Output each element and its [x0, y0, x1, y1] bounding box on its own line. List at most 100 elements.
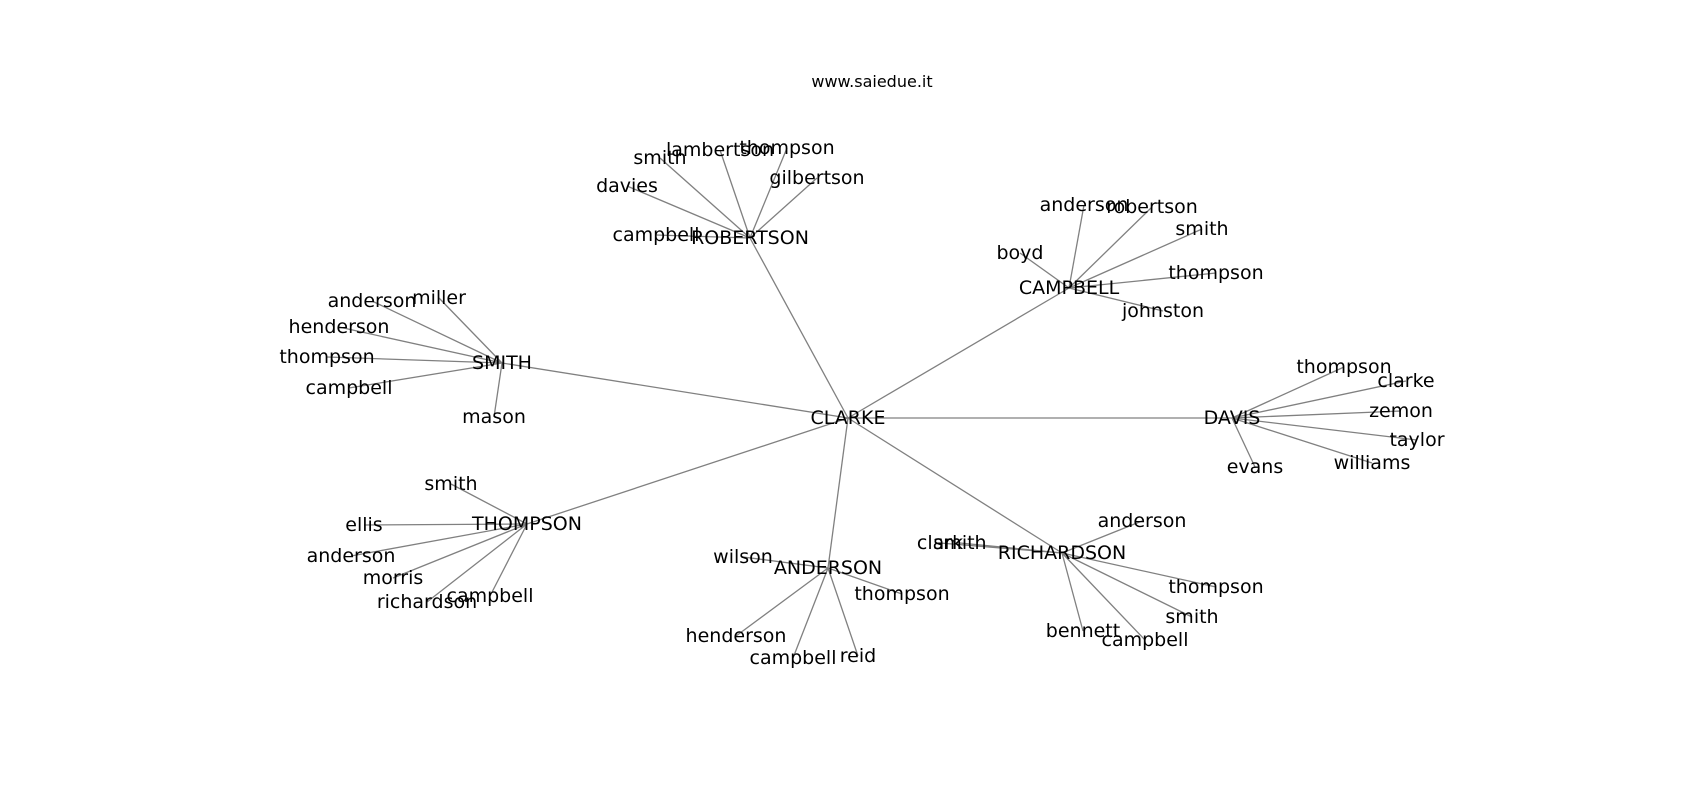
- node-leaf-smith-thompson: thompson: [279, 346, 374, 368]
- page-title: www.saiedue.it: [811, 72, 933, 91]
- edge-smith-campbell: [348, 362, 503, 389]
- edge-richardson-bennett: [1061, 552, 1084, 632]
- node-hub-robertson: ROBERTSON: [691, 227, 809, 249]
- edge-campbell-johnston: [1068, 287, 1164, 312]
- edge-smith-mason: [493, 362, 503, 418]
- node-leaf-thompson-smith: smith: [424, 473, 477, 495]
- edge-richardson-anderson: [1061, 520, 1143, 554]
- edge-center-thompson: [526, 417, 849, 525]
- edge-anderson-wilson: [742, 556, 829, 569]
- edge-campbell-robertson: [1068, 206, 1153, 289]
- edge-robertson-campbell: [655, 234, 751, 239]
- edge-smith-anderson: [371, 300, 503, 364]
- node-leaf-smith-miller: miller: [412, 287, 466, 309]
- node-leaf-richardson-thompson: thompson: [1168, 576, 1263, 598]
- node-leaf-thompson-richardson: richardson: [377, 591, 477, 613]
- node-leaf-smith-anderson: anderson: [328, 290, 417, 312]
- edge-davis-thompson: [1231, 366, 1345, 419]
- edge-campbell-boyd: [1019, 252, 1070, 289]
- node-leaf-davis-williams: williams: [1334, 452, 1411, 474]
- edge-campbell-smith: [1068, 228, 1203, 289]
- node-leaf-anderson-campbell: campbell: [750, 647, 837, 669]
- edge-center-richardson: [847, 417, 1063, 554]
- edge-davis-clarke: [1231, 380, 1407, 419]
- edge-thompson-anderson: [350, 523, 528, 557]
- edge-thompson-ellis: [363, 523, 528, 526]
- node-leaf-campbell-smith: smith: [1175, 218, 1228, 240]
- edge-robertson-davies: [626, 185, 751, 239]
- edge-anderson-campbell: [792, 567, 829, 659]
- node-leaf-davis-taylor: taylor: [1389, 429, 1444, 451]
- node-leaf-davis-zemon: zemon: [1369, 400, 1433, 422]
- edge-center-robertson: [749, 237, 849, 419]
- node-hub-campbell: CAMPBELL: [1019, 277, 1120, 299]
- node-leaf-robertson-thompson: thompson: [739, 137, 834, 159]
- edge-richardson-thompson: [1061, 552, 1217, 588]
- node-leaf-davis-clarke: clarke: [1377, 370, 1434, 392]
- node-leaf-thompson-morris: morris: [363, 567, 424, 589]
- node-leaf-campbell-robertson: robertson: [1106, 196, 1198, 218]
- node-leaf-thompson-ellis: ellis: [345, 514, 382, 536]
- node-leaf-richardson-campbell: campbell: [1102, 629, 1189, 651]
- node-hub-richardson: RICHARDSON: [998, 542, 1126, 564]
- node-leaf-campbell-boyd: boyd: [997, 242, 1044, 264]
- edge-davis-zemon: [1231, 410, 1402, 419]
- node-leaf-anderson-wilson: wilson: [713, 546, 773, 568]
- edge-center-smith: [501, 362, 849, 419]
- node-leaf-robertson-lambertson: lambertson: [666, 139, 774, 161]
- node-leaf-campbell-johnston: johnston: [1121, 300, 1204, 322]
- node-leaf-anderson-reid: reid: [840, 645, 876, 667]
- edge-thompson-smith: [450, 483, 528, 525]
- edge-thompson-campbell: [489, 523, 528, 597]
- node-hub-davis: DAVIS: [1204, 407, 1261, 429]
- edges-layer: [326, 147, 1418, 659]
- node-leaf-smith-campbell: campbell: [306, 377, 393, 399]
- node-leaf-robertson-gilbertson: gilbertson: [769, 167, 864, 189]
- edge-smith-miller: [438, 297, 503, 364]
- edge-robertson-gilbertson: [749, 177, 818, 239]
- node-leaf-davis-evans: evans: [1227, 456, 1284, 478]
- node-leaf-robertson-smith: smith: [633, 147, 686, 169]
- node-hub-thompson: THOMPSON: [471, 513, 582, 535]
- node-leaf-richardson-clark: clark: [917, 532, 963, 554]
- edge-anderson-thompson: [827, 567, 903, 595]
- edge-davis-taylor: [1231, 417, 1418, 441]
- node-leaf-campbell-thompson: thompson: [1168, 262, 1263, 284]
- node-leaf-smith-mason: mason: [462, 406, 526, 428]
- node-leaf-thompson-campbell: campbell: [447, 585, 534, 607]
- labels-layer: CLARKEROBERTSONsmithlambertsonthompsonda…: [279, 137, 1444, 669]
- node-leaf-richardson-smith: smith: [1165, 606, 1218, 628]
- node-hub-smith: SMITH: [472, 352, 532, 374]
- edge-campbell-anderson: [1068, 204, 1085, 289]
- edge-robertson-lambertson: [719, 149, 751, 239]
- edge-richardson-smith: [959, 542, 1063, 554]
- node-center: CLARKE: [811, 407, 886, 429]
- edge-smith-thompson: [326, 356, 503, 364]
- node-leaf-anderson-thompson: thompson: [854, 583, 949, 605]
- node-leaf-richardson-anderson: anderson: [1098, 510, 1187, 532]
- edge-smith-henderson: [338, 326, 503, 364]
- node-leaf-richardson-smith: smith: [933, 532, 986, 554]
- node-leaf-anderson-henderson: henderson: [686, 625, 787, 647]
- edge-campbell-thompson: [1068, 272, 1217, 289]
- edge-davis-evans: [1231, 417, 1256, 468]
- node-leaf-richardson-bennett: bennett: [1046, 620, 1120, 642]
- node-leaf-davis-thompson: thompson: [1296, 356, 1391, 378]
- edge-thompson-richardson: [426, 523, 528, 603]
- edge-davis-williams: [1231, 417, 1373, 464]
- edge-richardson-smith: [1061, 552, 1193, 618]
- node-leaf-thompson-anderson: anderson: [307, 545, 396, 567]
- edge-center-anderson: [827, 417, 849, 569]
- node-hub-anderson: ANDERSON: [774, 557, 882, 579]
- node-leaf-robertson-campbell: campbell: [613, 224, 700, 246]
- node-leaf-robertson-davies: davies: [596, 175, 658, 197]
- edge-anderson-reid: [827, 567, 859, 657]
- node-leaf-smith-henderson: henderson: [289, 316, 390, 338]
- edge-robertson-thompson: [749, 147, 788, 239]
- edge-center-campbell: [847, 287, 1070, 419]
- edge-robertson-smith: [659, 157, 751, 239]
- edge-anderson-henderson: [735, 567, 829, 637]
- edge-richardson-campbell: [1061, 552, 1146, 641]
